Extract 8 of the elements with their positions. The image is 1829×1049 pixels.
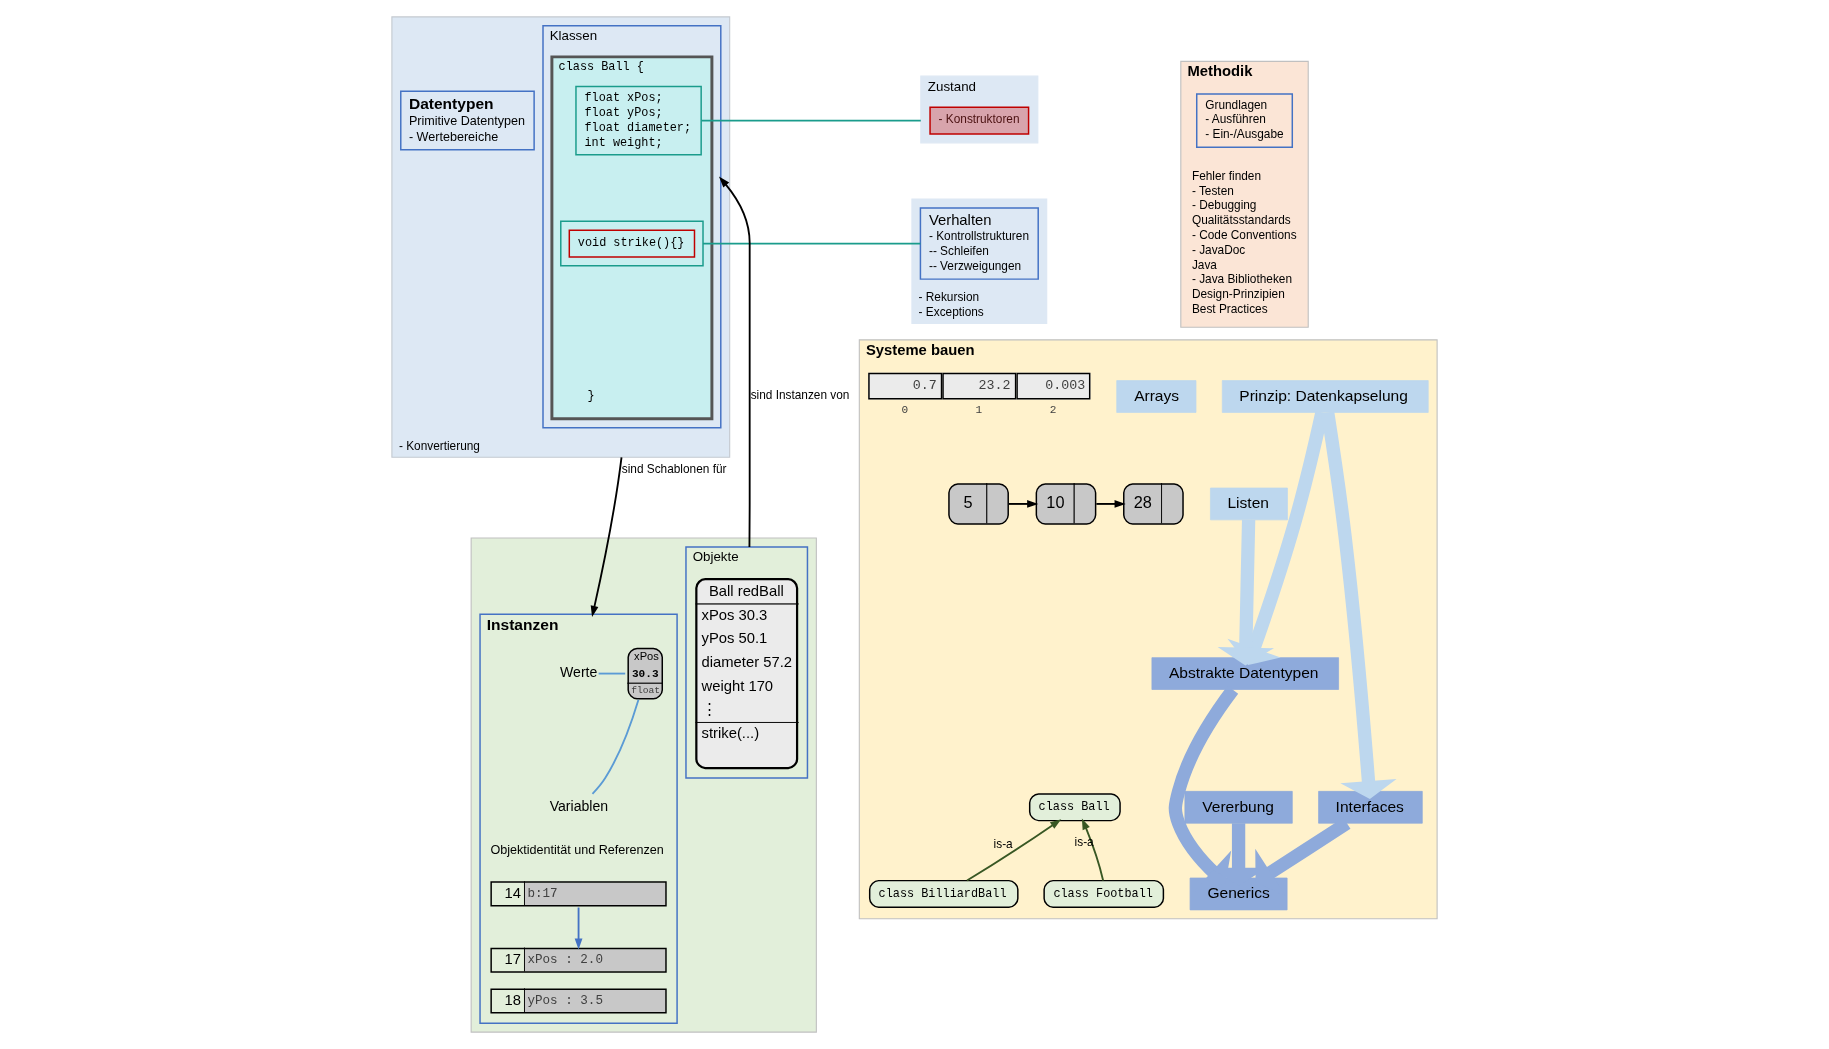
edge-label: sind Instanzen von (750, 388, 850, 403)
node-label: 0 (901, 403, 909, 416)
edge-label: is-a (993, 836, 1013, 851)
node-label: 2 (1049, 403, 1057, 416)
edge-label: sind Schablonen für (621, 461, 727, 476)
node-label: 1 (975, 403, 983, 416)
node-text: Werte (560, 664, 598, 681)
node-text: Variablen (549, 798, 609, 815)
